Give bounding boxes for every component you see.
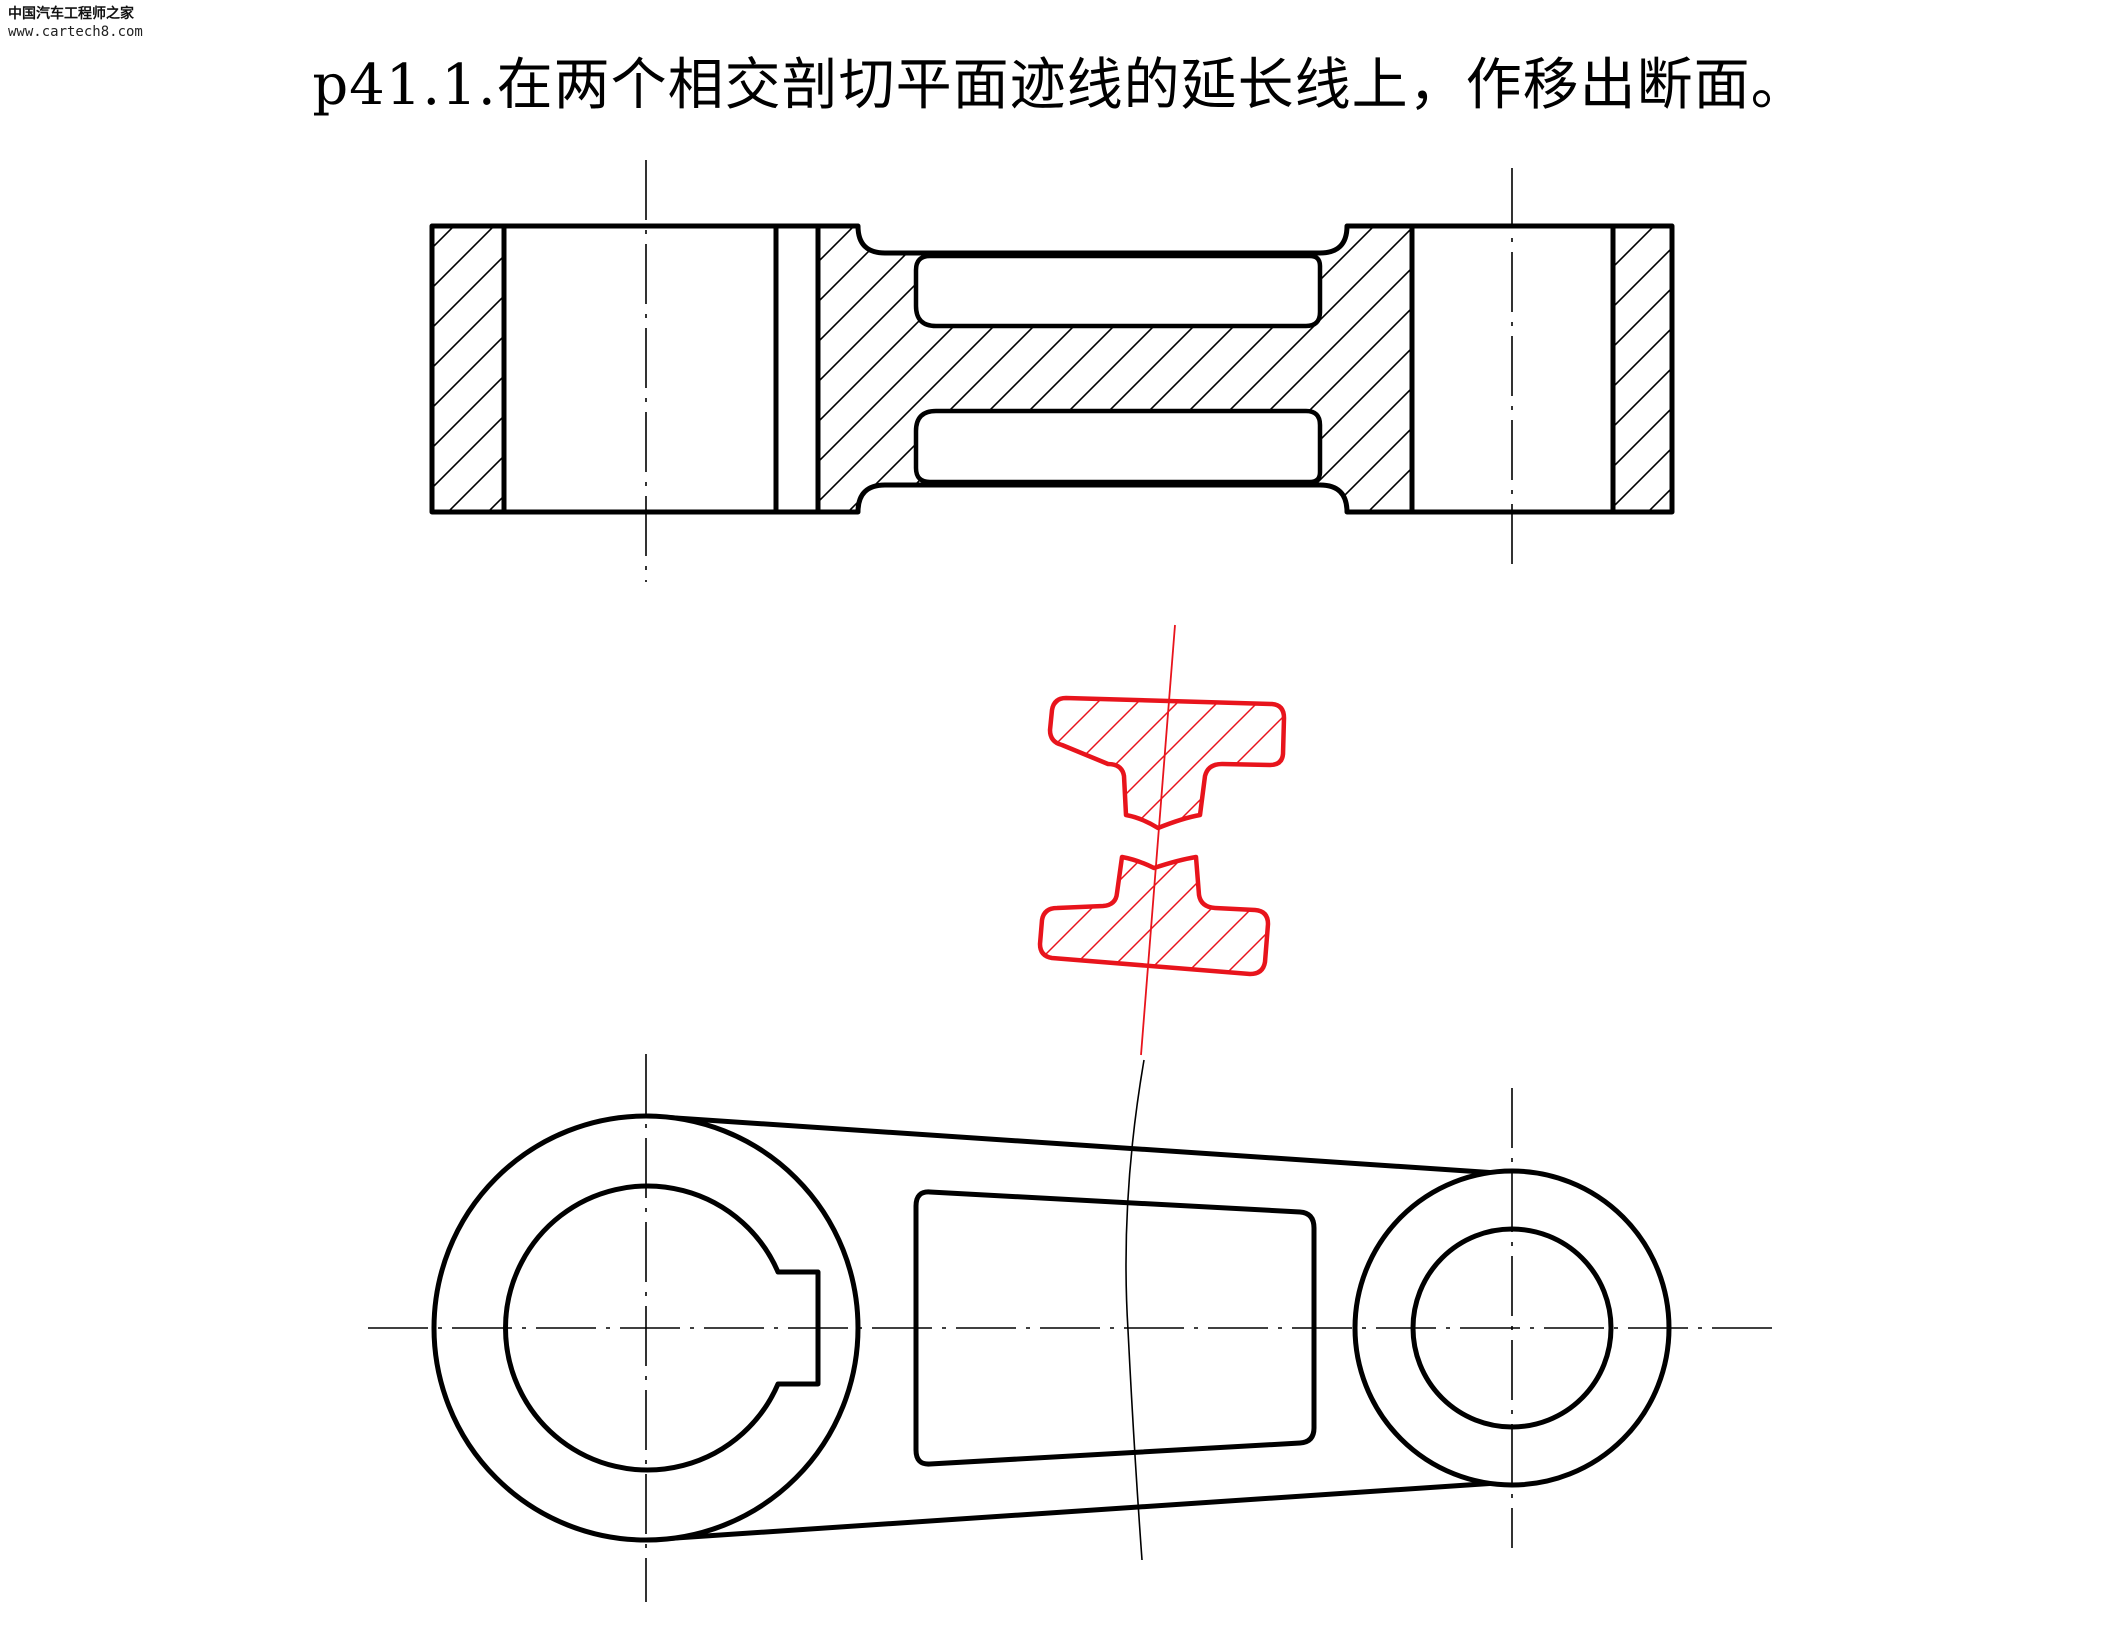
upper-t-section xyxy=(1047,695,1287,831)
hatch-left-wall xyxy=(432,226,504,512)
lower-t-section xyxy=(1037,854,1271,977)
hatch-right-wall xyxy=(1613,226,1672,512)
watermark: 中国汽车工程师之家 www.cartech8.com xyxy=(8,6,143,41)
section-trace-curve xyxy=(1125,1059,1145,1561)
tapered-pocket xyxy=(913,1189,1317,1467)
top-view xyxy=(368,1054,1772,1602)
arm-lower-edge xyxy=(645,1479,1513,1543)
removed-section-answer xyxy=(1037,624,1287,1056)
watermark-brand: 中国汽车工程师之家 xyxy=(8,6,134,22)
arm-upper-edge xyxy=(645,1113,1513,1177)
cutting-plane-trace-extension xyxy=(1140,624,1176,1056)
exercise-title: p41.1.在两个相交剖切平面迹线的延长线上，作移出断面。 xyxy=(312,53,1808,118)
watermark-url: www.cartech8.com xyxy=(8,23,143,40)
large-bore-with-keyway xyxy=(503,1183,821,1473)
upper-pocket xyxy=(913,253,1323,329)
hatch-web xyxy=(818,226,1412,512)
section-outline xyxy=(429,223,1675,515)
front-section-view xyxy=(429,160,1675,582)
lower-pocket xyxy=(913,408,1323,485)
